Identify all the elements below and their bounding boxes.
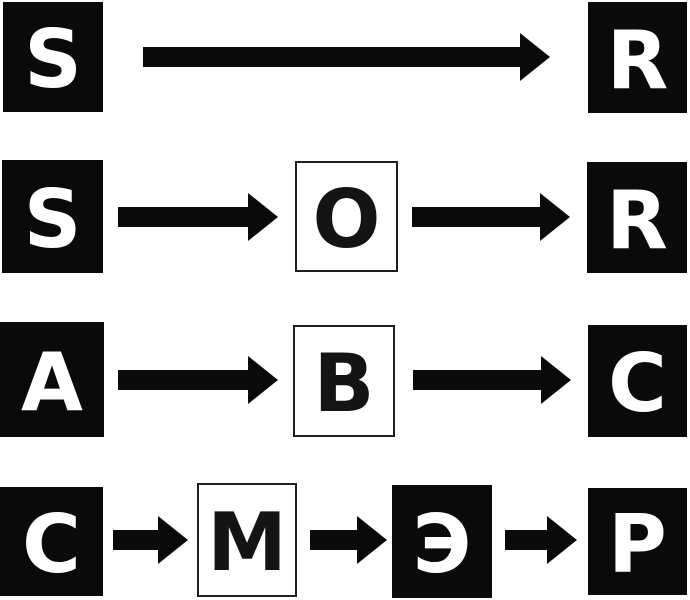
box-row3-c: C bbox=[588, 325, 687, 437]
box-row1-s: S bbox=[3, 2, 103, 112]
box-letter: S bbox=[23, 172, 82, 266]
arrow-right-icon bbox=[143, 33, 550, 81]
box-letter: B bbox=[313, 337, 375, 430]
box-row2-s: S bbox=[2, 160, 103, 273]
arrow-right-icon bbox=[118, 193, 278, 241]
box-row4-s: С bbox=[0, 487, 103, 596]
box-letter: Р bbox=[608, 497, 667, 591]
arrow-right-icon bbox=[113, 516, 188, 564]
arrow-right-icon bbox=[118, 356, 278, 404]
box-letter: C bbox=[608, 337, 667, 430]
arrow-right-icon bbox=[413, 356, 571, 404]
box-row4-e: Э bbox=[392, 485, 492, 598]
arrow-right-icon bbox=[310, 516, 387, 564]
box-letter: O bbox=[312, 172, 381, 266]
box-letter: Э bbox=[412, 497, 472, 591]
box-letter: R bbox=[606, 13, 669, 107]
box-row3-b: B bbox=[293, 325, 395, 437]
box-row3-a: A bbox=[0, 322, 104, 437]
arrow-right-icon bbox=[412, 193, 570, 241]
box-row1-r: R bbox=[588, 2, 687, 113]
box-letter: R bbox=[606, 173, 668, 267]
box-letter: М bbox=[207, 496, 287, 589]
arrow-right-icon bbox=[505, 516, 577, 564]
box-row4-r: Р bbox=[588, 488, 687, 595]
box-row2-o: O bbox=[295, 161, 398, 272]
box-row2-r: R bbox=[587, 162, 687, 273]
box-row4-m: М bbox=[197, 483, 297, 597]
box-letter: S bbox=[24, 13, 82, 106]
box-letter: С bbox=[22, 497, 81, 591]
box-letter: A bbox=[21, 335, 83, 429]
